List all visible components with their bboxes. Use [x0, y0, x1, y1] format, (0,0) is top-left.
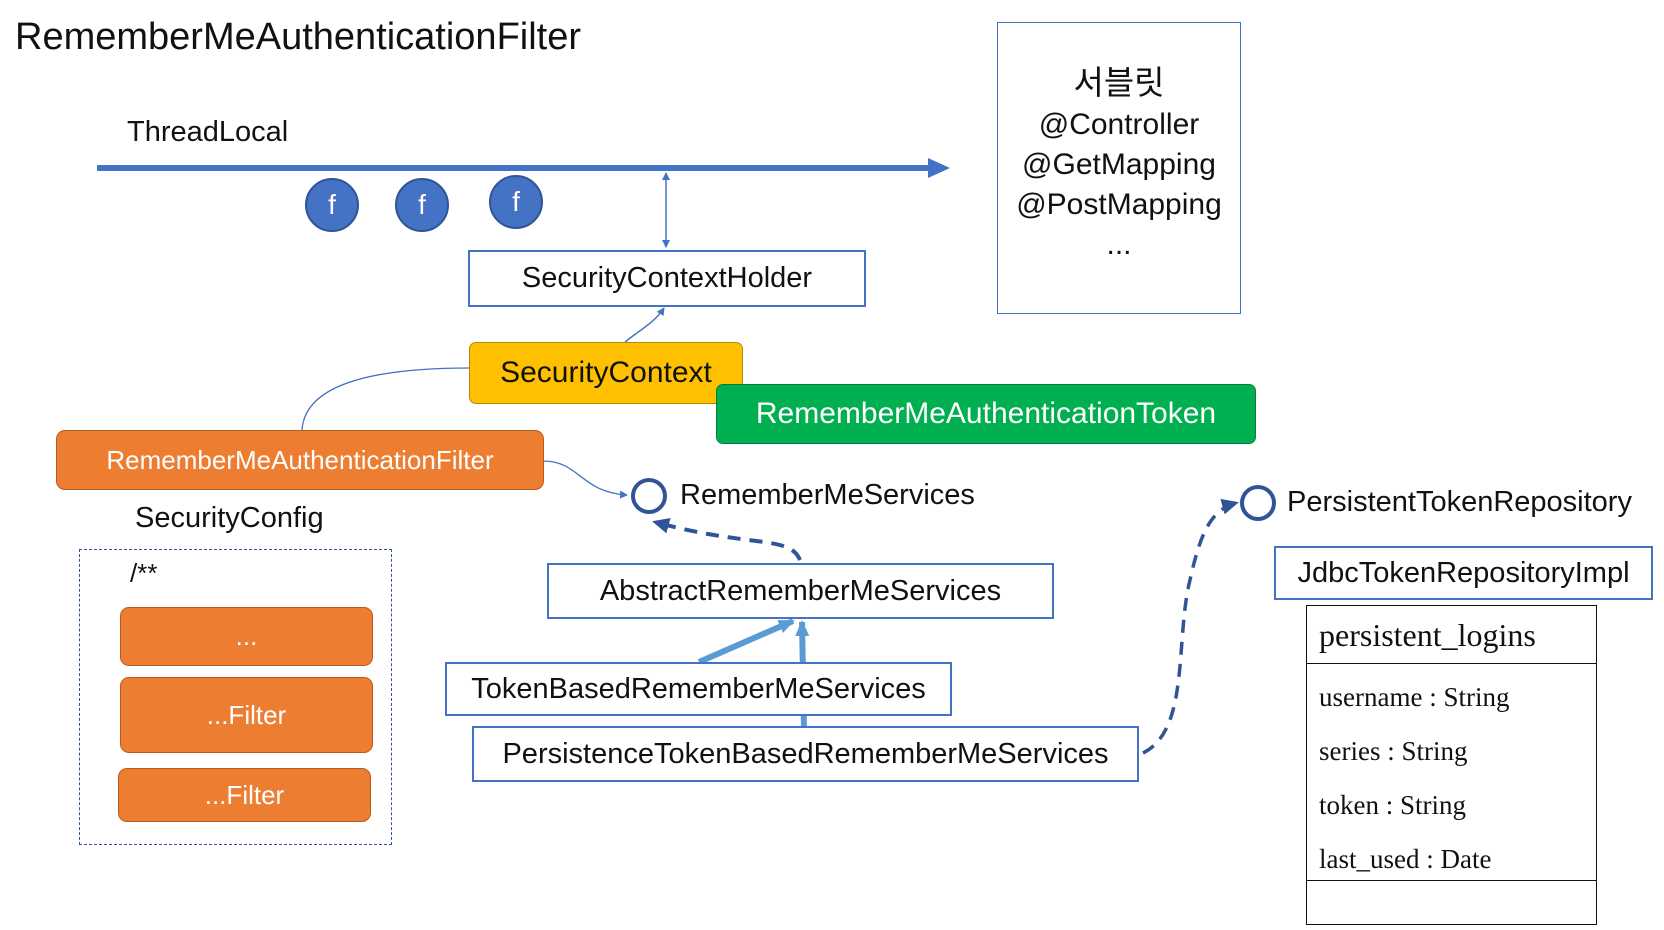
persistence-based-services-box: PersistenceTokenBasedRememberMeServices	[472, 726, 1139, 782]
remember-me-filter-box: RememberMeAuthenticationFilter	[56, 430, 544, 490]
security-config-area	[79, 549, 392, 845]
security-context-holder-box: SecurityContextHolder	[468, 250, 866, 307]
persistent-logins-table: persistent_logins username : String seri…	[1306, 605, 1597, 925]
servlet-ellipsis: ...	[1106, 228, 1132, 261]
threadlocal-arrow-head	[928, 158, 950, 178]
config-filter-2: ...Filter	[120, 677, 373, 753]
threadlocal-label: ThreadLocal	[127, 116, 289, 148]
abstract-implements-link	[652, 517, 802, 561]
abstract-services-box: AbstractRememberMeServices	[547, 563, 1054, 619]
persistence-uses-repository-link	[1142, 498, 1239, 755]
remember-me-services-label: RememberMeServices	[680, 479, 975, 511]
context-to-holder-link	[624, 307, 665, 343]
filter-circle-3: f	[489, 175, 543, 229]
table-column: last_used : Date	[1319, 844, 1492, 874]
table-columns: username : String series : String token …	[1307, 664, 1596, 881]
config-filter-1: ...	[120, 607, 373, 666]
servlet-getmapping: @GetMapping	[1022, 148, 1216, 181]
remember-me-services-interface-icon	[631, 478, 667, 514]
servlet-controller: @Controller	[1038, 108, 1200, 141]
diagram-title: RememberMeAuthenticationFilter	[15, 16, 582, 58]
persistent-token-repository-icon	[1240, 485, 1276, 521]
servlet-title: 서블릿	[1073, 64, 1165, 101]
table-column: series : String	[1319, 736, 1468, 766]
table-column: token : String	[1319, 790, 1466, 820]
table-name: persistent_logins	[1307, 606, 1596, 664]
jdbc-token-repository-box: JdbcTokenRepositoryImpl	[1274, 546, 1653, 600]
security-context-box: SecurityContext	[469, 342, 743, 404]
token-based-services-box: TokenBasedRememberMeServices	[445, 662, 952, 716]
servlet-box: 서블릿 @Controller @GetMapping @PostMapping…	[997, 22, 1241, 314]
filter-to-context-link	[301, 367, 471, 431]
config-filter-3: ...Filter	[118, 768, 371, 822]
authentication-token-box: RememberMeAuthenticationToken	[716, 384, 1256, 444]
filter-to-services-link	[542, 460, 628, 499]
security-config-pattern: /**	[130, 558, 158, 588]
security-config-label: SecurityConfig	[135, 502, 324, 534]
tokenbased-extends-link	[697, 618, 795, 665]
table-column: username : String	[1319, 682, 1510, 712]
servlet-postmapping: @PostMapping	[1016, 188, 1222, 221]
filter-circle-1: f	[305, 178, 359, 232]
filter-circle-2: f	[395, 178, 449, 232]
persistent-token-repository-label: PersistentTokenRepository	[1287, 486, 1632, 518]
